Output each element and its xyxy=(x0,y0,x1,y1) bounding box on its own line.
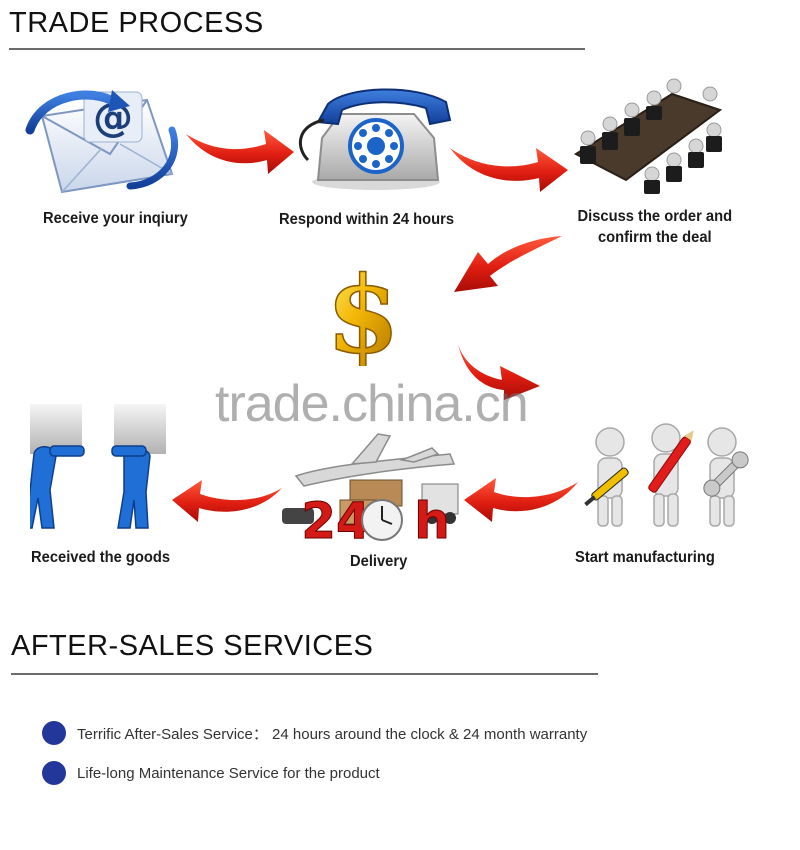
step-label-respond: Respond within 24 hours xyxy=(279,211,454,229)
step-label-delivery: Delivery xyxy=(350,553,407,571)
svg-text:h: h xyxy=(414,492,450,546)
delivery-24h-icon: 24 h xyxy=(282,420,468,546)
right-arrow-icon xyxy=(184,122,296,178)
list-item: Life-long Maintenance Service for the pr… xyxy=(42,760,380,786)
svg-text:24: 24 xyxy=(301,492,371,546)
service-text: Life-long Maintenance Service for the pr… xyxy=(77,765,380,782)
service-text: Terrific After-Sales Service： 24 hours a… xyxy=(77,723,587,744)
title-underline xyxy=(9,48,585,50)
title-underline xyxy=(11,673,598,675)
dollar-icon: $ xyxy=(322,254,404,366)
right-arrow-icon xyxy=(448,138,570,194)
svg-text:$: $ xyxy=(326,254,400,366)
curved-down-left-arrow-icon xyxy=(452,232,564,298)
meeting-table-icon xyxy=(562,68,734,196)
trade-process-title: TRADE PROCESS xyxy=(9,7,264,40)
step-label-start-manufacturing: Start manufacturing xyxy=(575,549,715,567)
step-label-received-goods: Received the goods xyxy=(31,549,170,567)
left-arrow-icon xyxy=(462,470,580,526)
bullet-icon xyxy=(42,721,66,745)
tools-workers-icon xyxy=(576,404,760,536)
email-icon: @ xyxy=(22,86,184,198)
step-label-receive-inquiry: Receive your inqiury xyxy=(43,210,188,228)
left-arrow-icon xyxy=(170,470,284,526)
after-sales-title: AFTER-SALES SERVICES xyxy=(11,630,373,663)
bullet-icon xyxy=(42,761,66,785)
receiving-figures-icon xyxy=(30,404,178,532)
list-item: Terrific After-Sales Service： 24 hours a… xyxy=(42,720,587,746)
step-label-discuss-order: Discuss the order and confirm the deal xyxy=(572,206,738,248)
telephone-icon xyxy=(288,84,460,194)
